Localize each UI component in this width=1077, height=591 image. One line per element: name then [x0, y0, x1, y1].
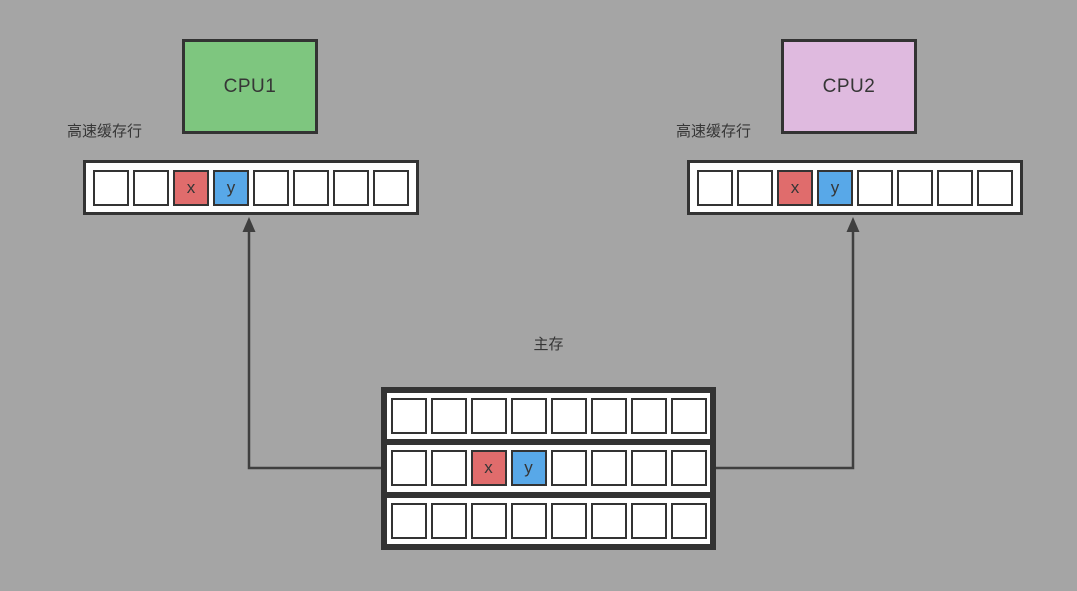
- cell-empty: [510, 398, 547, 435]
- cpu1-label: CPU1: [223, 75, 277, 97]
- cell-empty: [510, 502, 547, 539]
- cell-empty: [333, 169, 369, 206]
- cell-empty: [93, 169, 129, 206]
- cell-empty: [550, 502, 587, 539]
- cell-empty: [390, 450, 427, 487]
- arrowhead-right-icon: [846, 217, 860, 232]
- cell-empty: [253, 169, 289, 206]
- cell-empty: [430, 502, 467, 539]
- cell-empty: [430, 398, 467, 435]
- cell-empty: [857, 169, 893, 206]
- cell-empty: [390, 398, 427, 435]
- cell-empty: [737, 169, 773, 206]
- cache-line-label-right: 高速缓存行: [676, 123, 752, 140]
- cell-empty: [590, 450, 627, 487]
- cpu2-label: CPU2: [822, 75, 876, 97]
- arrowhead-left-icon: [242, 217, 256, 232]
- cell-y: y: [817, 169, 853, 206]
- cell-empty: [897, 169, 933, 206]
- cache-line-label-left: 高速缓存行: [67, 123, 143, 140]
- cell-empty: [550, 450, 587, 487]
- cell-x: x: [777, 169, 813, 206]
- main-memory-label: 主存: [533, 336, 564, 353]
- cell-empty: [390, 502, 427, 539]
- cell-empty: [697, 169, 733, 206]
- memory-row-1: [384, 390, 713, 443]
- cell-empty: [630, 450, 667, 487]
- cell-y: y: [510, 450, 547, 487]
- cpu2-box: CPU2: [781, 39, 917, 134]
- cell-x: x: [470, 450, 507, 487]
- cell-empty: [630, 502, 667, 539]
- cell-empty: [670, 450, 707, 487]
- arrow-memory-to-left-cache: [247, 230, 381, 470]
- cell-empty: [590, 398, 627, 435]
- cell-empty: [470, 502, 507, 539]
- cell-empty: [550, 398, 587, 435]
- cell-empty: [373, 169, 409, 206]
- cell-empty: [630, 398, 667, 435]
- cell-empty: [977, 169, 1013, 206]
- cell-x: x: [173, 169, 209, 206]
- cell-y: y: [213, 169, 249, 206]
- cell-empty: [670, 502, 707, 539]
- cell-empty: [937, 169, 973, 206]
- cpu1-box: CPU1: [182, 39, 318, 134]
- cell-empty: [293, 169, 329, 206]
- cell-empty: [670, 398, 707, 435]
- memory-row-3: [384, 494, 713, 547]
- arrow-memory-to-right-cache: [716, 230, 855, 470]
- cell-empty: [430, 450, 467, 487]
- cell-empty: [590, 502, 627, 539]
- cell-empty: [133, 169, 169, 206]
- cell-empty: [470, 398, 507, 435]
